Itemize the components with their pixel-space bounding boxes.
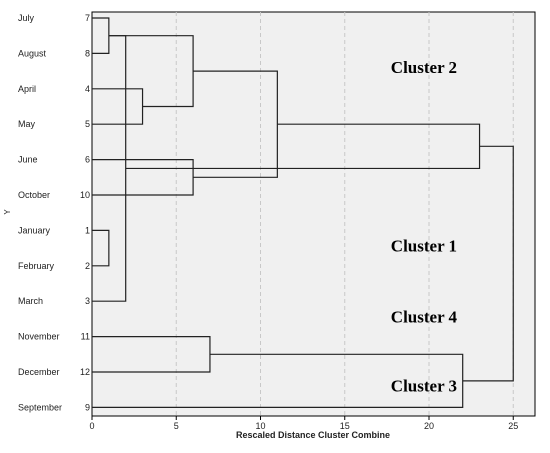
leaf-id-label: 9	[85, 402, 90, 412]
leaf-id-label: 7	[85, 13, 90, 23]
x-tick-label: 0	[89, 421, 94, 431]
plot-area	[91, 11, 536, 417]
leaf-name-label: May	[18, 119, 36, 129]
cluster-label: Cluster 4	[391, 307, 458, 326]
leaf-name-label: December	[18, 367, 60, 377]
dendrogram-links	[92, 17, 514, 408]
leaf-id-label: 2	[85, 261, 90, 271]
dendrogram-link	[92, 229, 110, 267]
cluster-label: Cluster 3	[391, 376, 457, 395]
x-tick-label: 5	[174, 421, 179, 431]
leaf-id-label: 4	[85, 84, 90, 94]
leaf-id-label: 6	[85, 155, 90, 165]
leaf-name-label: September	[18, 402, 62, 412]
leaf-id-label: 11	[81, 332, 90, 342]
x-axis: 0 5 10 15 20 25	[89, 416, 518, 431]
x-tick-label: 20	[424, 421, 434, 431]
x-tick-label: 15	[340, 421, 350, 431]
y-axis-title: Y	[3, 209, 12, 215]
x-axis-title: Rescaled Distance Cluster Combine	[236, 430, 390, 440]
cluster-labels: Cluster 2 Cluster 1 Cluster 4 Cluster 3	[391, 58, 458, 396]
x-tick-label: 25	[508, 421, 518, 431]
leaf-name-label: October	[18, 190, 50, 200]
leaf-name-label: July	[18, 13, 35, 23]
cluster-label: Cluster 2	[391, 58, 457, 77]
leaf-id-label: 5	[85, 119, 90, 129]
cluster-label: Cluster 1	[391, 237, 457, 256]
leaf-name-label: January	[18, 225, 51, 235]
leaf-name-label: November	[18, 332, 60, 342]
leaf-name-label: June	[18, 155, 38, 165]
leaf-name-label: April	[18, 84, 36, 94]
x-tick-label: 10	[255, 421, 265, 431]
leaf-id-label: 12	[80, 367, 90, 377]
leaf-name-label: February	[18, 261, 55, 271]
leaf-id-label: 3	[85, 296, 90, 306]
leaf-id-label: 8	[85, 48, 90, 58]
leaf-id-label: 10	[80, 190, 90, 200]
leaf-name-label: March	[18, 296, 43, 306]
dendrogram-link	[462, 145, 514, 382]
leaf-id-label: 1	[85, 225, 90, 235]
leaf-name-label: August	[18, 48, 47, 58]
